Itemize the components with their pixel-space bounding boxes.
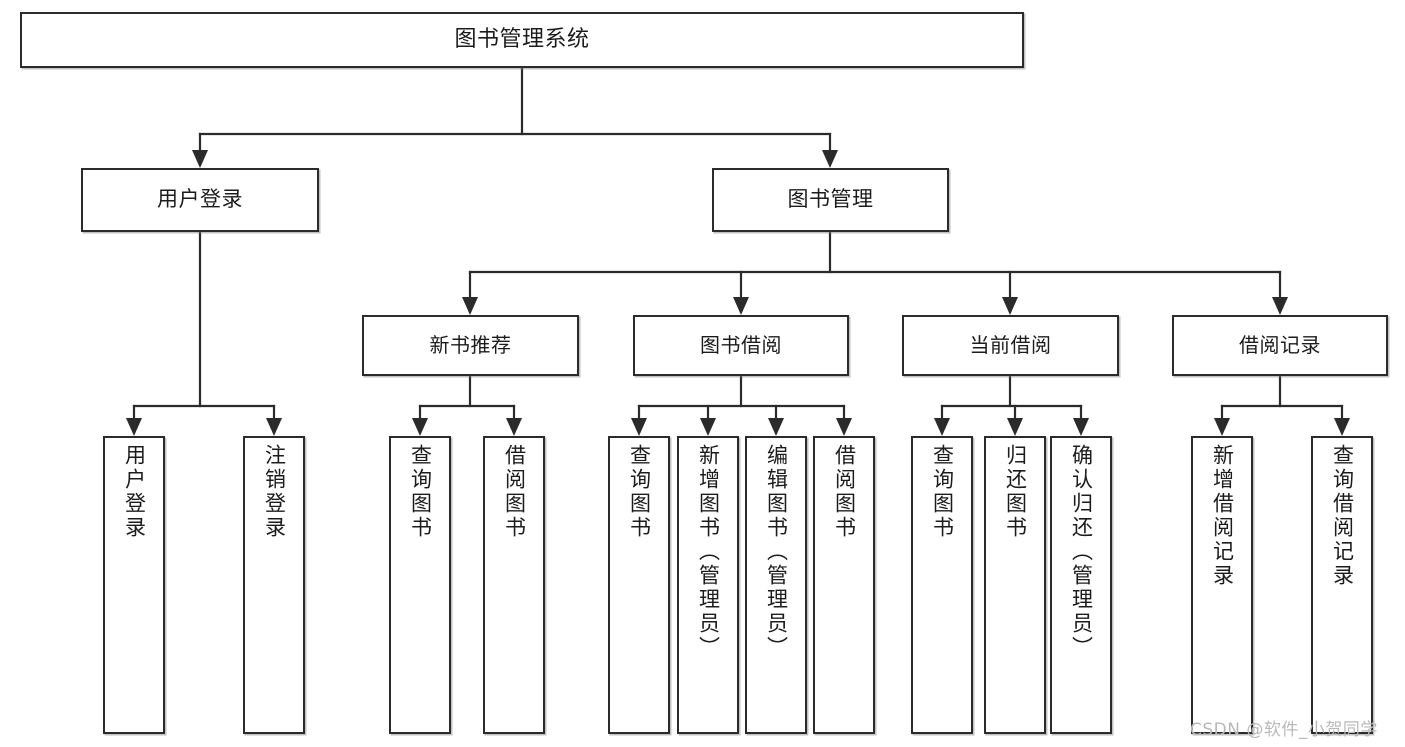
node-label: 新增图书（管理员） bbox=[696, 444, 721, 660]
node-label: 用户登录 bbox=[157, 187, 243, 212]
node-leaf-query-book-3[interactable]: 查询图书 bbox=[911, 436, 973, 734]
node-label: 用户登录 bbox=[122, 444, 147, 540]
node-leaf-user-login[interactable]: 用户登录 bbox=[103, 436, 165, 734]
node-label: 借阅图书 bbox=[502, 444, 527, 540]
node-label: 新增借阅记录 bbox=[1210, 444, 1235, 588]
csdn-watermark: CSDN @软件_小贺同学 bbox=[1190, 720, 1378, 740]
node-leaf-return-book[interactable]: 归还图书 bbox=[984, 436, 1046, 734]
node-book-borrow[interactable]: 图书借阅 bbox=[633, 315, 849, 376]
node-label: 借阅记录 bbox=[1239, 333, 1321, 358]
node-label: 查询图书 bbox=[627, 444, 652, 540]
node-label: 图书管理系统 bbox=[454, 26, 590, 52]
node-leaf-query-book-2[interactable]: 查询图书 bbox=[608, 436, 670, 734]
node-root-system[interactable]: 图书管理系统 bbox=[20, 12, 1024, 68]
node-leaf-query-book-1[interactable]: 查询图书 bbox=[389, 436, 451, 734]
node-leaf-borrow-book-1[interactable]: 借阅图书 bbox=[483, 436, 545, 734]
node-leaf-add-record[interactable]: 新增借阅记录 bbox=[1191, 436, 1253, 734]
node-new-book-recommend[interactable]: 新书推荐 bbox=[362, 315, 579, 376]
node-label: 借阅图书 bbox=[832, 444, 857, 540]
node-label: 图书借阅 bbox=[700, 333, 782, 358]
node-label: 编辑图书（管理员） bbox=[764, 444, 789, 660]
node-leaf-confirm-return[interactable]: 确认归还（管理员） bbox=[1050, 436, 1112, 734]
node-label: 新书推荐 bbox=[429, 333, 512, 358]
node-book-manage[interactable]: 图书管理 bbox=[712, 168, 949, 232]
node-label: 查询图书 bbox=[408, 444, 433, 540]
node-user-login[interactable]: 用户登录 bbox=[81, 168, 319, 232]
node-label: 查询借阅记录 bbox=[1330, 444, 1355, 588]
node-current-borrow[interactable]: 当前借阅 bbox=[902, 315, 1119, 376]
node-label: 归还图书 bbox=[1003, 444, 1028, 540]
node-label: 注销登录 bbox=[262, 444, 287, 540]
node-label: 当前借阅 bbox=[969, 333, 1052, 358]
node-label: 确认归还（管理员） bbox=[1069, 444, 1094, 660]
node-label: 查询图书 bbox=[930, 444, 955, 540]
node-leaf-add-book[interactable]: 新增图书（管理员） bbox=[677, 436, 739, 734]
node-leaf-logout[interactable]: 注销登录 bbox=[243, 436, 305, 734]
node-leaf-edit-book[interactable]: 编辑图书（管理员） bbox=[745, 436, 807, 734]
node-leaf-query-record[interactable]: 查询借阅记录 bbox=[1311, 436, 1373, 734]
node-borrow-record[interactable]: 借阅记录 bbox=[1172, 315, 1388, 376]
node-label: 图书管理 bbox=[787, 187, 874, 212]
node-leaf-borrow-book-2[interactable]: 借阅图书 bbox=[813, 436, 875, 734]
